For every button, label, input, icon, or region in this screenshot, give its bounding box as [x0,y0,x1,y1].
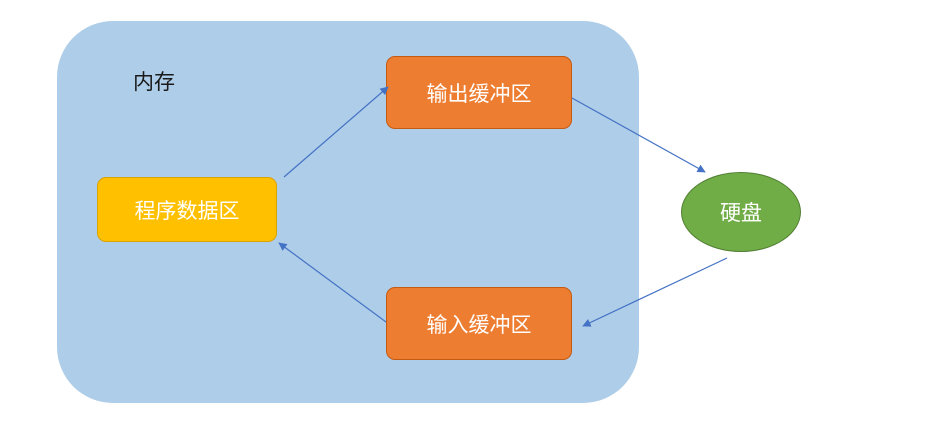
disk-label: 硬盘 [720,201,762,225]
program-data-area: 程序数据区 [97,177,277,242]
disk-node: 硬盘 [681,172,801,252]
input-buffer: 输入缓冲区 [386,287,572,360]
program-data-area-label: 程序数据区 [134,198,240,223]
input-buffer-label: 输入缓冲区 [426,312,532,337]
output-buffer: 输出缓冲区 [386,56,572,129]
output-buffer-label: 输出缓冲区 [426,81,532,106]
memory-label: 内存 [133,70,175,94]
